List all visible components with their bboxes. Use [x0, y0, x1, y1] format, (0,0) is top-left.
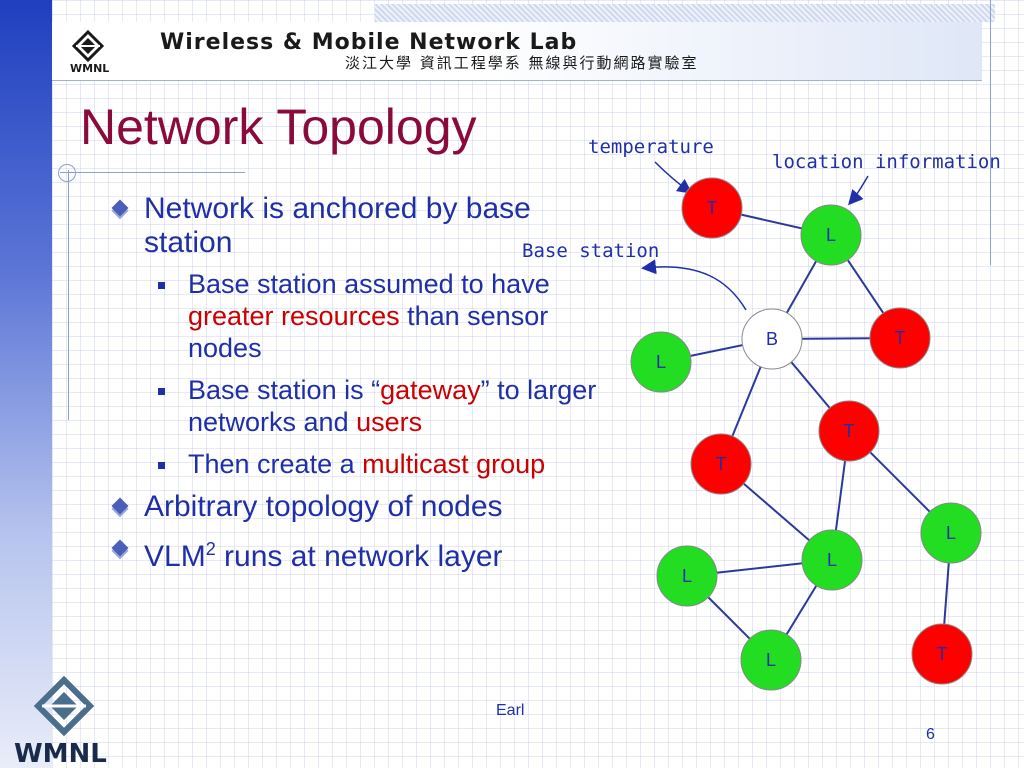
highlight-text: multicast group: [362, 449, 546, 479]
slide-title: Network Topology: [80, 99, 477, 155]
node-t5: T: [911, 623, 973, 685]
bullet-level2: Then create a multicast group: [108, 448, 588, 480]
annotation-temperature: temperature: [588, 136, 714, 158]
node-circle: [690, 433, 752, 495]
bullet-text: than sensor nodes: [188, 301, 549, 363]
node-l2: L: [630, 331, 692, 393]
base-station-arrow: [641, 259, 747, 311]
wmnl-logo-icon: WMNL: [70, 30, 109, 75]
node-l6: L: [740, 629, 802, 691]
bullet-text: Network is anchored by base station: [144, 192, 531, 259]
node-label: L: [946, 523, 956, 543]
node-label: B: [766, 329, 778, 349]
header-banner: [52, 22, 982, 81]
node-circle: [911, 623, 973, 685]
node-label: L: [766, 650, 776, 670]
bullet-text: Base station assumed to have: [188, 269, 550, 299]
node-circle: [740, 629, 802, 691]
node-circle: [801, 529, 863, 591]
annotation-location: location information: [772, 151, 1001, 173]
bullet-level1: Arbitrary topology of nodes: [108, 490, 608, 524]
bullet-text: Base station is “: [188, 375, 381, 405]
bullet-level1: Network is anchored by base station: [108, 192, 574, 260]
node-label: L: [656, 352, 666, 372]
square-bullet-icon: [158, 388, 165, 395]
bullet-level1: VLM2 runs at network layer: [108, 532, 608, 574]
node-label: T: [844, 421, 855, 441]
node-t1: T: [681, 177, 743, 239]
bullet-level2: Base station assumed to have greater res…: [108, 268, 588, 364]
node-label: T: [937, 644, 948, 664]
highlight-text: gateway: [380, 375, 481, 405]
node-label: T: [716, 454, 727, 474]
square-bullet-icon: [158, 462, 165, 469]
left-gradient-strip: [0, 0, 52, 768]
node-circle: [920, 502, 982, 564]
decor-circle: [58, 164, 76, 182]
node-label: T: [895, 328, 906, 348]
bullet-text: ” to larger networks and: [188, 375, 597, 437]
node-circle: [630, 331, 692, 393]
node-b: B: [741, 308, 803, 370]
node-l5: L: [656, 545, 718, 607]
node-l4: L: [801, 529, 863, 591]
highlight-text: users: [356, 407, 423, 437]
node-label: L: [827, 550, 837, 570]
footer-author: Earl: [496, 702, 525, 719]
page-number: 6: [926, 726, 935, 743]
banner-subtitle: 淡江大學 資訊工程學系 無線與行動網路實驗室: [345, 54, 699, 72]
highlight-text: greater resources: [188, 301, 400, 331]
node-l1: L: [800, 204, 862, 266]
superscript: 2: [205, 539, 216, 559]
banner-title: Wireless & Mobile Network Lab: [160, 30, 578, 55]
wmnl-bottom-logo-icon: WMNL: [14, 676, 107, 766]
node-t2: T: [869, 307, 931, 369]
bullet-text: VLM: [144, 540, 206, 573]
node-circle: [869, 307, 931, 369]
bullet-text: Arbitrary topology of nodes: [144, 490, 503, 523]
bullet-text: Then create a: [188, 449, 363, 479]
decor-line-left: [68, 170, 69, 420]
bottom-logo-text: WMNL: [14, 739, 107, 766]
logo-text: WMNL: [70, 62, 109, 75]
node-label: L: [826, 225, 836, 245]
nodes: T L B T L T T L L L L T: [630, 177, 982, 691]
decor-line-right: [990, 0, 991, 265]
location-arrow: [848, 175, 869, 206]
node-label: L: [682, 566, 692, 586]
node-circle: [681, 177, 743, 239]
grid-background: [52, 0, 1024, 768]
node-circle: [818, 400, 880, 462]
square-bullet-icon: [158, 282, 165, 289]
node-circle: [800, 204, 862, 266]
bullet-list: Network is anchored by base station Base…: [108, 192, 608, 582]
decor-line-horizontal: [60, 172, 245, 173]
annotation-base-station: Base station: [522, 240, 660, 262]
bullet-level2: Base station is “gateway” to larger netw…: [108, 374, 608, 438]
node-circle: [741, 308, 803, 370]
node-l3: L: [920, 502, 982, 564]
banner-stripe: [375, 4, 995, 22]
node-circle: [656, 545, 718, 607]
node-t4: T: [690, 433, 752, 495]
node-t3: T: [818, 400, 880, 462]
node-label: T: [707, 198, 718, 218]
temperature-arrow: [654, 161, 693, 194]
bullet-text: runs at network layer: [215, 540, 503, 573]
